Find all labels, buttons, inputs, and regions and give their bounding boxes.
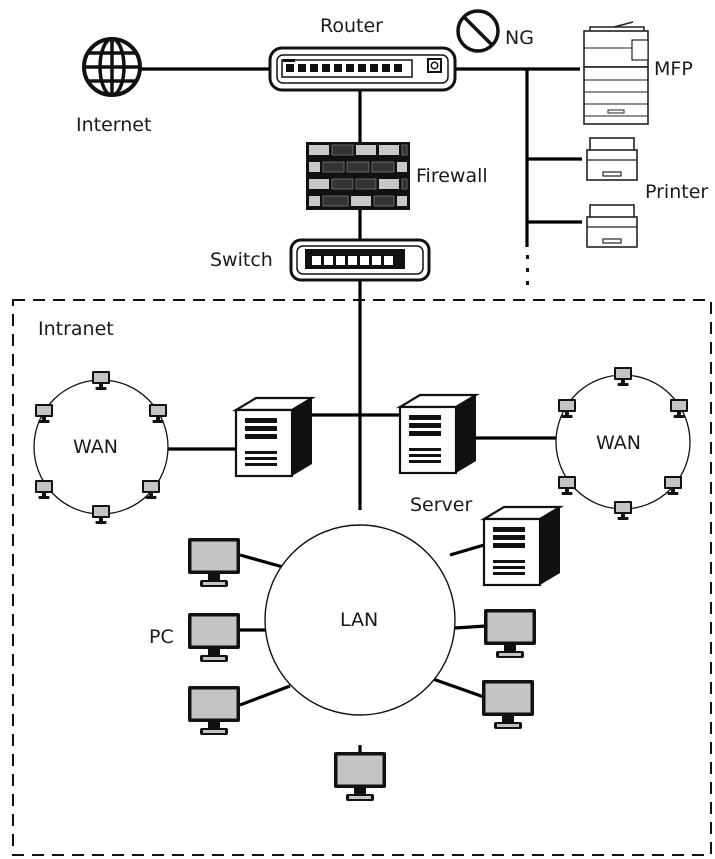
printer-label: Printer — [645, 181, 708, 203]
switch-label: Switch — [210, 249, 273, 271]
monitor-icon — [334, 752, 386, 801]
pc-label: PC — [149, 626, 174, 648]
monitor-icon — [35, 480, 53, 499]
monitor-icon — [188, 538, 240, 587]
router-icon — [268, 46, 457, 92]
pc-1-link — [239, 553, 284, 569]
server-label: Server — [410, 494, 472, 516]
printer-icon — [586, 137, 638, 181]
monitor-icon — [482, 680, 534, 729]
pc-3-link — [239, 684, 291, 707]
monitor-icon — [188, 613, 240, 662]
server-tower-icon — [482, 505, 562, 587]
router-label: Router — [320, 15, 383, 37]
brick-wall-icon — [306, 142, 410, 210]
lan-ring — [264, 524, 456, 716]
internet-label: Internet — [76, 114, 151, 136]
mfp-icon — [583, 21, 649, 125]
server-c-lan-link — [449, 543, 485, 557]
more-devices-ellipsis — [526, 255, 529, 285]
firewall-label: Firewall — [416, 165, 488, 187]
switch-icon — [289, 238, 431, 282]
monitor-icon — [614, 501, 632, 520]
server-tower-icon — [234, 396, 314, 478]
intranet-boundary — [12, 299, 712, 856]
monitor-icon — [92, 505, 110, 524]
globe-icon — [82, 37, 142, 97]
pc-6-link — [429, 676, 485, 699]
lan-label: LAN — [340, 609, 378, 631]
wan-left-label: WAN — [73, 436, 118, 458]
wan-right-label: WAN — [596, 432, 641, 454]
intranet-label: Intranet — [38, 318, 114, 340]
ng-label: NG — [505, 27, 534, 49]
server-tower-icon — [398, 393, 478, 475]
prohibited-icon — [456, 9, 500, 53]
connection-lines — [140, 67, 582, 752]
monitor-icon — [188, 686, 240, 735]
pc-5-link — [454, 624, 487, 630]
monitor-icon — [484, 609, 536, 658]
monitor-icon — [558, 476, 576, 495]
mfp-label: MFP — [654, 58, 693, 80]
printer-icon — [586, 204, 638, 248]
